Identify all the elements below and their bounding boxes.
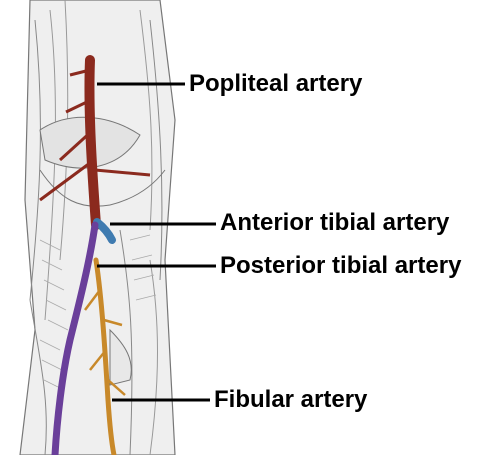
popliteal-artery <box>39 55 151 230</box>
anterior-tibial-artery-label: Anterior tibial artery <box>220 209 450 236</box>
anterior-tibial-artery <box>93 218 116 244</box>
fibular-artery <box>84 257 126 455</box>
leader-lines <box>97 82 216 402</box>
popliteal-artery-label: Popliteal artery <box>189 70 363 97</box>
posterior-tibial-artery <box>51 221 99 455</box>
fibular-artery-label: Fibular artery <box>214 386 368 413</box>
posterior-tibial-artery-label: Posterior tibial artery <box>220 252 462 279</box>
